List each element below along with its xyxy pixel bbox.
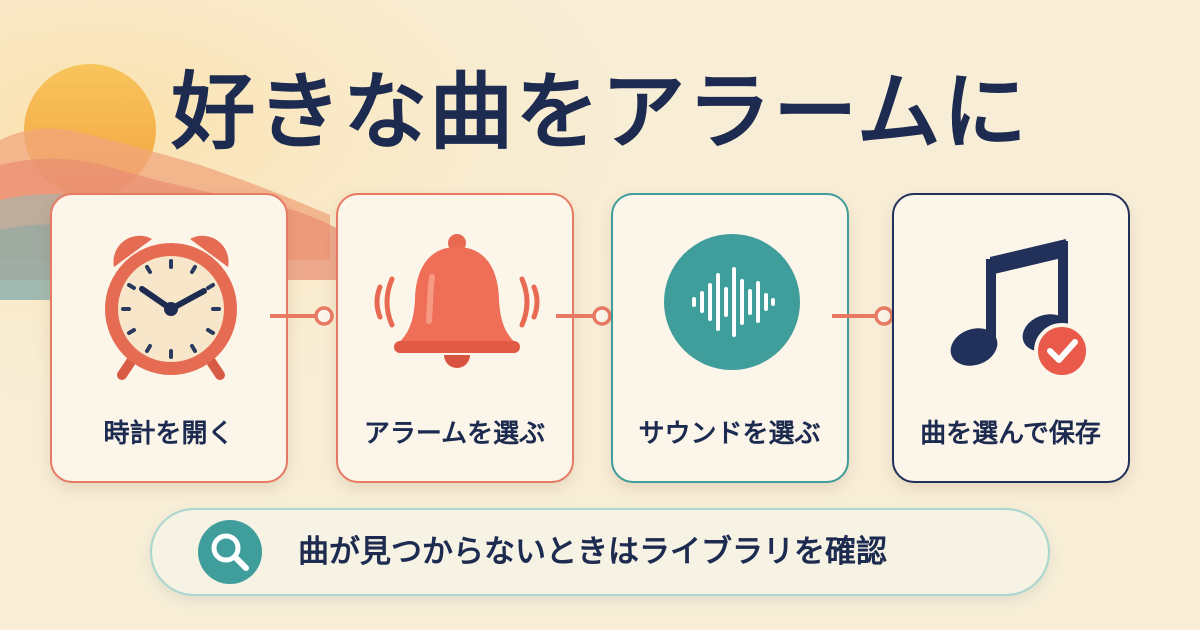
music-note-check-icon	[950, 239, 1090, 379]
step-label: アラームを選ぶ	[363, 419, 546, 449]
tip-banner: 曲が見つからないときはライブラリを確認	[150, 508, 1050, 596]
step-card-open-clock: 時計を開く	[50, 193, 288, 483]
bell-icon	[374, 234, 540, 368]
tip-text: 曲が見つからないときはライブラリを確認	[298, 534, 887, 570]
page-title: 好きな曲をアラームに	[171, 63, 1029, 161]
step-label: 曲を選んで保存	[920, 419, 1101, 449]
step-label: 時計を開く	[103, 419, 234, 449]
step-card-select-alarm: アラームを選ぶ	[336, 193, 574, 483]
sound-wave-icon	[664, 234, 800, 370]
step-card-select-song-save: 曲を選んで保存	[892, 193, 1130, 483]
connector-1-2	[270, 306, 334, 326]
search-icon	[198, 520, 262, 584]
connector-3-4	[832, 306, 894, 326]
step-label: サウンドを選ぶ	[638, 419, 821, 449]
alarm-clock-icon	[105, 235, 237, 380]
step-card-select-sound: サウンドを選ぶ	[611, 193, 849, 483]
sun-rays	[3, 0, 242, 112]
connector-2-3	[556, 306, 612, 326]
